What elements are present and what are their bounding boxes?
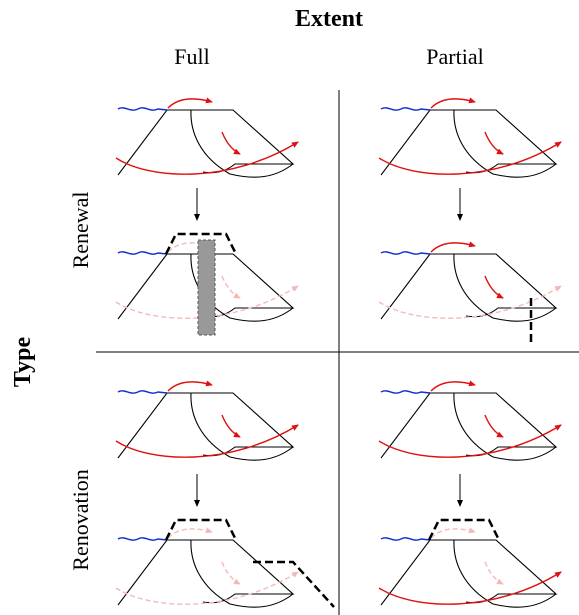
renewal-partial-after bbox=[379, 243, 561, 346]
renewal-full-before bbox=[116, 99, 298, 178]
renovation-partial-before bbox=[379, 382, 561, 461]
column-label-full: Full bbox=[174, 44, 209, 69]
row-label-renovation: Renovation bbox=[68, 469, 93, 570]
row-axis-title: Type bbox=[10, 337, 36, 388]
replaced-core-fill bbox=[197, 239, 216, 336]
renewal-partial-before bbox=[379, 99, 561, 178]
column-label-partial: Partial bbox=[426, 44, 483, 69]
row-label-renewal: Renewal bbox=[68, 192, 93, 269]
renewal-full-after bbox=[116, 232, 298, 336]
column-axis-title: Extent bbox=[295, 6, 363, 32]
renovation-full-after bbox=[116, 518, 335, 608]
extended-slope-outline bbox=[253, 560, 335, 608]
renovation-full-before bbox=[116, 382, 298, 461]
renovation-partial-after bbox=[379, 518, 561, 608]
